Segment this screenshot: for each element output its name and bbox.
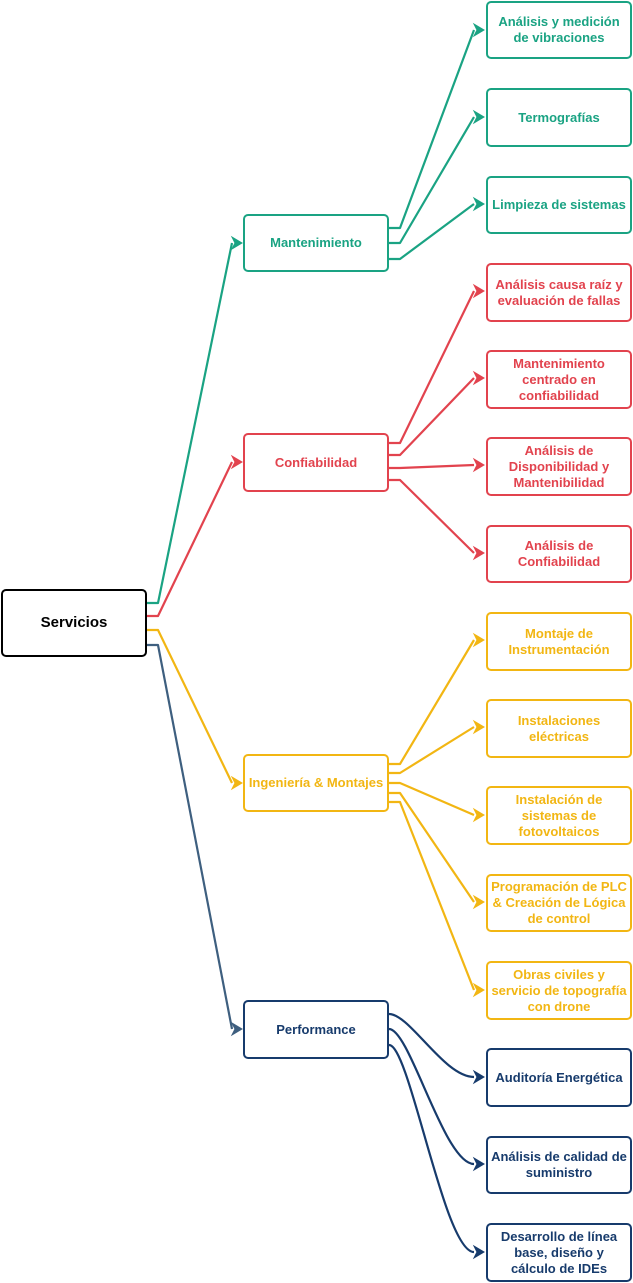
connector-line xyxy=(389,116,475,245)
connector-arrowhead xyxy=(230,235,243,251)
connector-arrowhead xyxy=(472,1156,485,1172)
connector-arrowhead xyxy=(472,22,485,38)
connector-arrowhead xyxy=(472,1244,485,1260)
service-label: Análisis causa raíz y evaluación de fall… xyxy=(495,276,623,308)
connector-arrowhead xyxy=(472,894,485,910)
connector-arrowhead xyxy=(472,545,485,561)
service-label: Montaje de Instrumentación xyxy=(508,625,610,657)
connector-arrowhead xyxy=(472,1069,485,1085)
connector-line xyxy=(389,781,475,817)
category-performance: Performance xyxy=(243,1000,389,1059)
service-label: Termografías xyxy=(518,109,600,125)
service-causa-raiz: Análisis causa raíz y evaluación de fall… xyxy=(486,263,632,322)
connector-line xyxy=(388,1027,475,1166)
category-label: Mantenimiento xyxy=(270,235,362,250)
service-label: Análisis de calidad de suministro xyxy=(491,1149,627,1180)
connector-line xyxy=(389,463,475,470)
connector-line xyxy=(147,461,233,618)
connector-arrowhead xyxy=(472,719,485,735)
category-label: Ingeniería & Montajes xyxy=(248,775,384,790)
root-label: Servicios xyxy=(40,614,108,631)
connector-arrowhead xyxy=(472,196,485,212)
service-label: Análisis de Confiabilidad xyxy=(517,538,601,569)
category-label: Performance xyxy=(276,1021,356,1037)
connector-line xyxy=(388,1043,475,1254)
connector-arrowhead xyxy=(472,807,485,823)
connector-line xyxy=(389,800,476,991)
connector-line xyxy=(389,639,475,766)
service-instrumentacion: Montaje de Instrumentación xyxy=(486,612,632,671)
service-label: Análisis y medición de vibraciones xyxy=(498,14,620,45)
service-limpieza-sistemas: Limpieza de sistemas xyxy=(486,176,632,234)
category-mantenimiento: Mantenimiento xyxy=(243,214,389,272)
connector-arrowhead xyxy=(472,457,485,473)
connector-arrowhead xyxy=(472,632,485,648)
service-termografias: Termografías xyxy=(486,88,632,147)
service-label: Mantenimiento centrado en confiabilidad xyxy=(513,355,605,403)
service-disponibilidad: Análisis de Disponibilidad y Mantenibili… xyxy=(486,437,632,496)
service-label: Desarrollo de línea base, diseño y cálcu… xyxy=(500,1228,618,1276)
service-label: Programación de PLC & Creación de Lógica… xyxy=(491,879,627,926)
service-vibraciones: Análisis y medición de vibraciones xyxy=(486,1,632,59)
connector-line xyxy=(389,726,475,775)
connector-line xyxy=(389,478,475,554)
service-label: Obras civiles y servicio de topografía c… xyxy=(491,966,627,1014)
connector-line xyxy=(389,290,475,445)
connector-arrowhead xyxy=(472,283,485,299)
service-mcc: Mantenimiento centrado en confiabilidad xyxy=(486,350,632,409)
connector-arrowhead xyxy=(230,1021,243,1037)
service-label: Auditoría Energética xyxy=(495,1069,623,1085)
connector-line xyxy=(147,643,234,1030)
connector-arrowhead xyxy=(472,982,485,998)
connector-line xyxy=(389,29,476,230)
connector-arrowhead xyxy=(230,775,243,791)
service-label: Análisis de Disponibilidad y Mantenibili… xyxy=(508,442,610,490)
service-fotovoltaicos: Instalación de sistemas de fotovoltaicos xyxy=(486,786,632,845)
connector-line xyxy=(388,1012,475,1079)
category-confiabilidad: Confiabilidad xyxy=(243,433,389,492)
category-ingenieria-montajes: Ingeniería & Montajes xyxy=(243,754,389,812)
root-node-servicios: Servicios xyxy=(1,589,147,657)
category-label: Confiabilidad xyxy=(274,454,358,470)
service-label: Instalaciones eléctricas xyxy=(517,712,601,744)
connector-line xyxy=(147,242,234,605)
connector-arrowhead xyxy=(472,370,485,386)
connector-line xyxy=(147,628,233,784)
connector-line xyxy=(389,791,475,903)
service-obras-civiles: Obras civiles y servicio de topografía c… xyxy=(486,961,632,1020)
connector-arrowhead xyxy=(230,454,243,470)
service-label: Limpieza de sistemas xyxy=(492,197,626,212)
service-calidad-suministro: Análisis de calidad de suministro xyxy=(486,1136,632,1194)
service-auditoria-energetica: Auditoría Energética xyxy=(486,1048,632,1107)
service-linea-base: Desarrollo de línea base, diseño y cálcu… xyxy=(486,1223,632,1282)
connector-arrowhead xyxy=(472,109,485,125)
service-analisis-confiabilidad: Análisis de Confiabilidad xyxy=(486,525,632,583)
service-plc: Programación de PLC & Creación de Lógica… xyxy=(486,874,632,932)
connector-line xyxy=(389,377,475,457)
service-instalaciones-electricas: Instalaciones eléctricas xyxy=(486,699,632,758)
service-label: Instalación de sistemas de fotovoltaicos xyxy=(515,791,603,839)
connector-line xyxy=(389,203,475,261)
